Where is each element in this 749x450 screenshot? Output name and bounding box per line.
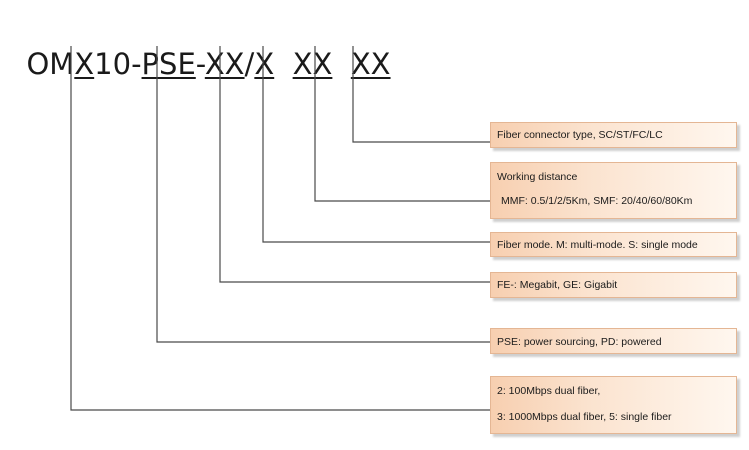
- code-field-distance: XX: [292, 47, 333, 81]
- code-field-speed: XX: [204, 47, 245, 81]
- code-prefix: OM: [26, 47, 75, 81]
- connector-line-speed: [219, 46, 490, 283]
- code-slash: /: [244, 47, 255, 81]
- connector-line-distance: [314, 46, 490, 202]
- description-text: 2: 100Mbps dual fiber,: [497, 385, 601, 397]
- code-field-fiber-mode: X: [254, 47, 275, 81]
- description-box-power: PSE: power sourcing, PD: powered: [490, 328, 737, 354]
- description-box-fiber-mode: Fiber mode. M: multi-mode. S: single mod…: [490, 232, 737, 257]
- connector-line-power: [156, 46, 490, 343]
- code-separator: -: [195, 47, 205, 81]
- description-text: 3: 1000Mbps dual fiber, 5: single fiber: [497, 411, 672, 423]
- description-text: Fiber mode. M: multi-mode. S: single mod…: [497, 239, 698, 251]
- description-text: PSE: power sourcing, PD: powered: [497, 336, 662, 348]
- code-field-fiber-count: X: [74, 47, 95, 81]
- connector-line-fiber-count: [70, 46, 490, 411]
- connector-line-connector: [352, 46, 490, 143]
- description-text: Working distance: [497, 171, 578, 183]
- description-text: FE-: Megabit, GE: Gigabit: [497, 279, 618, 291]
- connector-line-fiber-mode: [262, 46, 490, 243]
- model-code: OMX10-PSE-XX/X XX XX: [8, 4, 391, 84]
- code-series: 10-: [94, 47, 142, 81]
- description-box-connector: Fiber connector type, SC/ST/FC/LC: [490, 122, 737, 148]
- description-box-fiber-count: 2: 100Mbps dual fiber, 3: 1000Mbps dual …: [490, 376, 737, 434]
- description-text: MMF: 0.5/1/2/5Km, SMF: 20/40/60/80Km: [501, 195, 693, 207]
- description-text: Fiber connector type, SC/ST/FC/LC: [497, 129, 663, 141]
- code-field-connector: XX: [350, 47, 391, 81]
- description-box-distance: Working distance MMF: 0.5/1/2/5Km, SMF: …: [490, 162, 737, 219]
- code-field-power: PSE: [141, 47, 196, 81]
- description-box-speed: FE-: Megabit, GE: Gigabit: [490, 272, 737, 298]
